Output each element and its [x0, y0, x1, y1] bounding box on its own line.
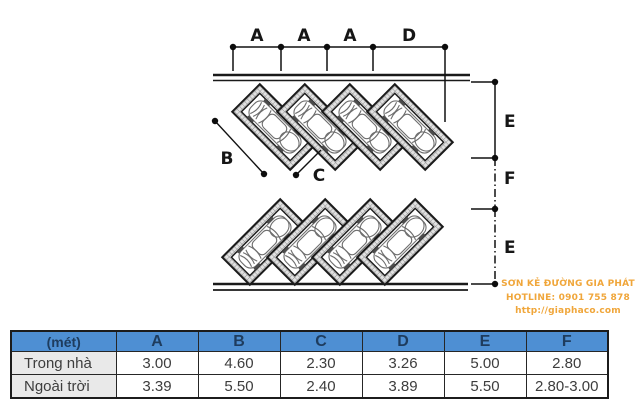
stall-length-dimension: [211, 117, 268, 178]
value-cell: 2.30: [279, 351, 363, 375]
dim-label-a2: A: [297, 26, 311, 46]
dim-label-f: F: [504, 169, 516, 189]
row-label: Trong nhà: [10, 351, 117, 375]
right-dimension-line: [471, 81, 497, 285]
watermark-website: http://giaphaco.com: [515, 306, 621, 316]
right-dimension-markers: [491, 78, 499, 288]
dim-label-b: B: [221, 149, 234, 169]
value-cell: 4.60: [197, 351, 281, 375]
stall-width-dimension: [292, 149, 322, 179]
watermark-company: SƠN KẺ ĐƯỜNG GIA PHÁT: [501, 279, 635, 289]
parking-row-top: [231, 83, 454, 171]
col-header-D: D: [361, 330, 445, 352]
dim-label-a3: A: [343, 26, 357, 46]
top-dimension-markers: [229, 43, 449, 51]
value-cell: 3.00: [115, 351, 199, 375]
watermark: SƠN KẺ ĐƯỜNG GIA PHÁT HOTLINE: 0901 755 …: [497, 278, 639, 319]
value-cell: 2.80-3.00: [525, 374, 609, 399]
value-cell: 2.80: [525, 351, 609, 375]
watermark-hotline: HOTLINE: 0901 755 878: [506, 292, 630, 303]
value-cell: 3.39: [115, 374, 199, 399]
col-header-B: B: [197, 330, 281, 352]
dim-label-e1: E: [504, 112, 516, 132]
value-cell: 2.40: [279, 374, 363, 399]
dim-label-c: C: [313, 166, 325, 186]
dim-label-a1: A: [250, 26, 264, 46]
row-label: Ngoài trời: [10, 374, 117, 399]
col-header-unit: (mét): [10, 330, 117, 352]
value-cell: 3.89: [361, 374, 445, 399]
dim-label-d: D: [402, 26, 416, 46]
dim-label-e2: E: [504, 238, 516, 258]
col-header-E: E: [443, 330, 527, 352]
value-cell: 5.00: [443, 351, 527, 375]
col-header-A: A: [115, 330, 199, 352]
top-dimension-line: [232, 46, 446, 122]
value-cell: 3.26: [361, 351, 445, 375]
parking-row-bottom: [221, 198, 444, 286]
value-cell: 5.50: [197, 374, 281, 399]
col-header-C: C: [279, 330, 363, 352]
top-road-lines: [213, 73, 470, 82]
col-header-F: F: [525, 330, 609, 352]
parking-diagram: A A A D E F E B C: [211, 26, 516, 291]
value-cell: 5.50: [443, 374, 527, 399]
